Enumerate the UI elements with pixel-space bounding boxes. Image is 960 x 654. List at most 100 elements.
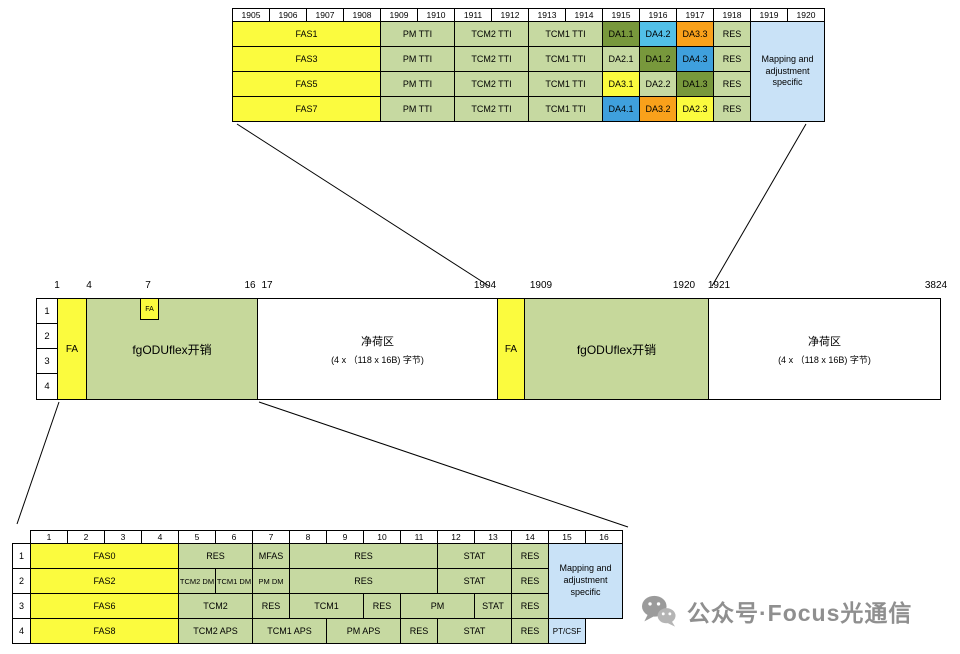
cell-stat: STAT [474,593,512,619]
col-header-1914: 1914 [565,8,603,22]
col-header-8: 8 [289,530,327,544]
col-header-1915: 1915 [602,8,640,22]
cell-pm: PM [400,593,475,619]
overhead-label-1: fgODUflex开销 [132,342,212,357]
cell-res: RES [511,593,549,619]
cell-res: RES [713,46,751,72]
col-header-10: 10 [363,530,401,544]
cell-da1-3: DA1.3 [676,71,714,97]
col-header-3: 3 [104,530,142,544]
col-label-16: 16 [244,280,256,291]
overhead-label-2: fgODUflex开销 [576,342,657,357]
cell-res: RES [289,543,438,569]
cell-tcm2-dm: TCM2 DM [178,568,216,594]
cell-tcm2-tti: TCM2 TTI [454,21,529,47]
col-header-1913: 1913 [528,8,566,22]
cell-da3-1: DA3.1 [602,71,640,97]
cell-tcm2-tti: TCM2 TTI [454,96,529,122]
cell-fas0: FAS0 [30,543,179,569]
cell-pm-tti: PM TTI [380,21,455,47]
cell-da4-1: DA4.1 [602,96,640,122]
cell-fas3: FAS3 [232,46,381,72]
col-header-1920: 1920 [787,8,825,22]
col-header-14: 14 [511,530,549,544]
cell-fas2: FAS2 [30,568,179,594]
cell-fas5: FAS5 [232,71,381,97]
fa-small-block: FA [140,298,159,320]
cell-pm-tti: PM TTI [380,46,455,72]
cell-mapping-and-adjustment-specific: Mapping and adjustment specific [548,543,623,619]
col-header-9: 9 [326,530,364,544]
overhead-block-1: FA fgODUflex开销 [86,298,258,400]
cell-da1-2: DA1.2 [639,46,677,72]
row-header-2: 2 [12,568,31,594]
row-number-4: 4 [44,381,50,392]
col-label-3824: 3824 [924,280,948,291]
cell-tcm1-tti: TCM1 TTI [528,96,603,122]
payload-size-2: (4 x （118 x 16B) 字节) [778,354,871,365]
col-header-1918: 1918 [713,8,751,22]
fa-label: FA [65,343,79,355]
cell-res: RES [289,568,438,594]
cell-tcm2-tti: TCM2 TTI [454,46,529,72]
cell-tcm1-aps: TCM1 APS [252,618,327,644]
cell-pt-csf: PT/CSF [548,618,586,644]
cell-da4-3: DA4.3 [676,46,714,72]
payload-title-1: 净荷区 [361,335,394,348]
col-header-11: 11 [400,530,438,544]
fa-block-2: FA [497,298,525,400]
overhead-block-2: fgODUflex开销 [524,298,709,400]
cell-res: RES [713,71,751,97]
col-label-1921: 1921 [707,280,731,291]
cell-mapping-and-adjustment-specific: Mapping and adjustment specific [750,21,825,122]
cell-fas7: FAS7 [232,96,381,122]
row-number-3: 3 [37,349,57,374]
fa-label-2: FA [504,343,518,355]
cell-da1-1: DA1.1 [602,21,640,47]
watermark-text: 公众号·Focus光通信 [687,600,913,626]
corner-spacer [13,531,31,544]
cell-da3-2: DA3.2 [639,96,677,122]
col-header-1911: 1911 [454,8,492,22]
cell-res: RES [252,593,290,619]
cell-tcm1-tti: TCM1 TTI [528,71,603,97]
connector-top-right [711,123,807,287]
col-header-1905: 1905 [232,8,270,22]
col-header-16: 16 [585,530,623,544]
cell-empty [585,618,623,644]
col-header-13: 13 [474,530,512,544]
col-label-1920: 1920 [672,280,696,291]
cell-tcm2: TCM2 [178,593,253,619]
cell-mfas: MFAS [252,543,290,569]
payload-title-2: 净荷区 [808,335,841,348]
cell-res: RES [178,543,253,569]
row-number-column: 1 2 3 4 [36,298,58,400]
payload-block-1: 净荷区 (4 x （118 x 16B) 字节) [257,298,498,400]
col-label-1: 1 [54,280,60,291]
col-header-1916: 1916 [639,8,677,22]
cell-tcm2-tti: TCM2 TTI [454,71,529,97]
watermark: 公众号·Focus光通信 [640,594,912,628]
col-header-1912: 1912 [491,8,529,22]
row-number-2: 2 [37,324,57,349]
fa-small-label: FA [145,305,154,313]
cell-da3-3: DA3.3 [676,21,714,47]
col-header-1919: 1919 [750,8,788,22]
cell-res: RES [713,96,751,122]
cell-res: RES [511,568,549,594]
row-header-1: 1 [12,543,31,569]
connector-bottom-left [16,401,60,525]
cell-da2-1: DA2.1 [602,46,640,72]
col-header-6: 6 [215,530,253,544]
col-header-7: 7 [252,530,290,544]
cell-tcm2-aps: TCM2 APS [178,618,253,644]
connector-bottom-right [258,401,629,528]
cell-res: RES [511,618,549,644]
col-header-5: 5 [178,530,216,544]
col-header-15: 15 [548,530,586,544]
col-label-1904: 1904 [473,280,497,291]
col-header-1908: 1908 [343,8,381,22]
